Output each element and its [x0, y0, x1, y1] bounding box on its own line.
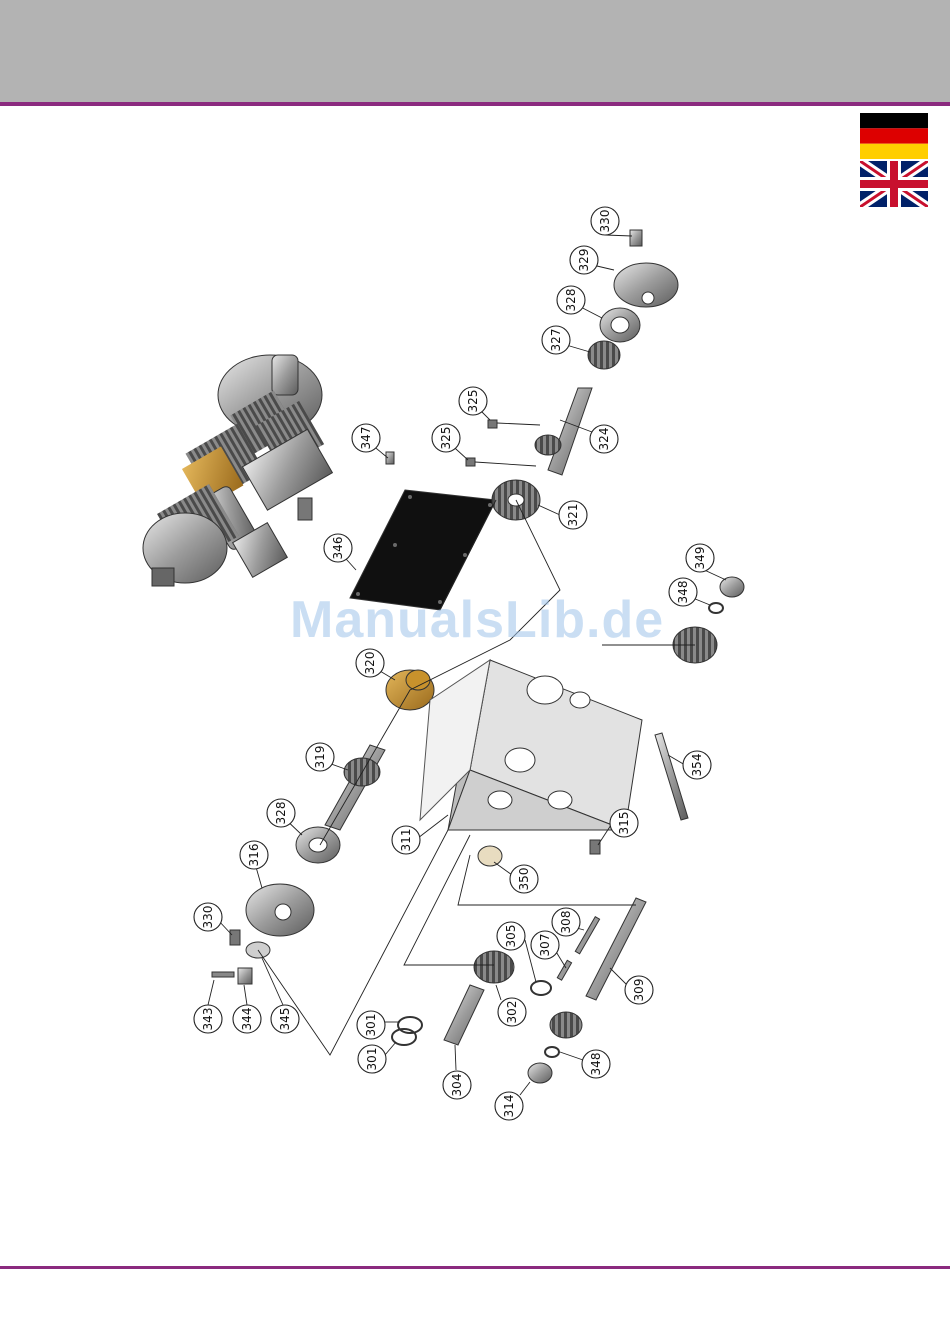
- callout-label: 347: [359, 427, 373, 450]
- callout-c345: 345: [271, 1005, 299, 1033]
- callout-c301a: 301: [357, 1011, 385, 1039]
- footer-accent-rule: [0, 1266, 950, 1269]
- callout-label: 324: [597, 428, 611, 451]
- callout-label: 309: [632, 979, 646, 1002]
- callout-label: 330: [598, 210, 612, 233]
- callout-label: 329: [577, 249, 591, 272]
- callout-c346: 346: [324, 534, 352, 562]
- callout-c325b: 325: [432, 424, 460, 452]
- callout-label: 325: [439, 427, 453, 450]
- watermark-text: ManualsLib.de: [290, 590, 664, 650]
- callout-label: 325: [466, 390, 480, 413]
- callout-c347: 347: [352, 424, 380, 452]
- callout-c314: 314: [495, 1092, 523, 1120]
- callout-c319: 319: [306, 743, 334, 771]
- callout-c348a: 348: [669, 578, 697, 606]
- callout-label: 314: [502, 1095, 516, 1118]
- callout-label: 328: [564, 289, 578, 312]
- callout-label: 350: [517, 868, 531, 891]
- callout-c327: 327: [542, 326, 570, 354]
- callout-label: 311: [399, 829, 413, 852]
- callout-c349: 349: [686, 544, 714, 572]
- callout-label: 327: [549, 329, 563, 352]
- callout-c328a: 328: [557, 286, 585, 314]
- callout-label: 354: [690, 754, 704, 777]
- callout-label: 328: [274, 802, 288, 825]
- callout-c302: 302: [498, 998, 526, 1026]
- callout-c329: 329: [570, 246, 598, 274]
- callout-c315: 315: [610, 809, 638, 837]
- callout-label: 302: [505, 1001, 519, 1024]
- callout-c309: 309: [625, 976, 653, 1004]
- callout-label: 346: [331, 537, 345, 560]
- callout-label: 348: [676, 581, 690, 604]
- assembled-gearbox-illustration: [143, 355, 332, 586]
- callout-label: 319: [313, 746, 327, 769]
- callout-label: 348: [589, 1053, 603, 1076]
- callout-c324: 324: [590, 425, 618, 453]
- callout-c344: 344: [233, 1005, 261, 1033]
- callout-label: 308: [559, 911, 573, 934]
- callout-c343: 343: [194, 1005, 222, 1033]
- callout-c348b: 348: [582, 1050, 610, 1078]
- callout-label: 301: [365, 1048, 379, 1071]
- callout-c330b: 330: [194, 903, 222, 931]
- callout-label: 305: [504, 925, 518, 948]
- callout-c301b: 301: [358, 1045, 386, 1073]
- callout-c307: 307: [531, 931, 559, 959]
- callout-label: 307: [538, 934, 552, 957]
- callout-c350: 350: [510, 865, 538, 893]
- callout-c320: 320: [356, 649, 384, 677]
- callout-c354: 354: [683, 751, 711, 779]
- callout-c325a: 325: [459, 387, 487, 415]
- callout-label: 345: [278, 1008, 292, 1031]
- callout-c328b: 328: [267, 799, 295, 827]
- callout-label: 320: [363, 652, 377, 675]
- callout-label: 343: [201, 1008, 215, 1031]
- callout-c308: 308: [552, 908, 580, 936]
- callout-label: 315: [617, 812, 631, 835]
- callout-c316: 316: [240, 841, 268, 869]
- callout-c321: 321: [559, 501, 587, 529]
- callout-label: 301: [364, 1014, 378, 1037]
- callout-c330a: 330: [591, 207, 619, 235]
- callout-c305: 305: [497, 922, 525, 950]
- callout-c311: 311: [392, 826, 420, 854]
- callout-label: 349: [693, 547, 707, 570]
- callout-label: 321: [566, 504, 580, 527]
- callout-label: 316: [247, 844, 261, 867]
- callout-c304: 304: [443, 1071, 471, 1099]
- callout-label: 304: [450, 1074, 464, 1097]
- callout-label: 330: [201, 906, 215, 929]
- callout-label: 344: [240, 1008, 254, 1031]
